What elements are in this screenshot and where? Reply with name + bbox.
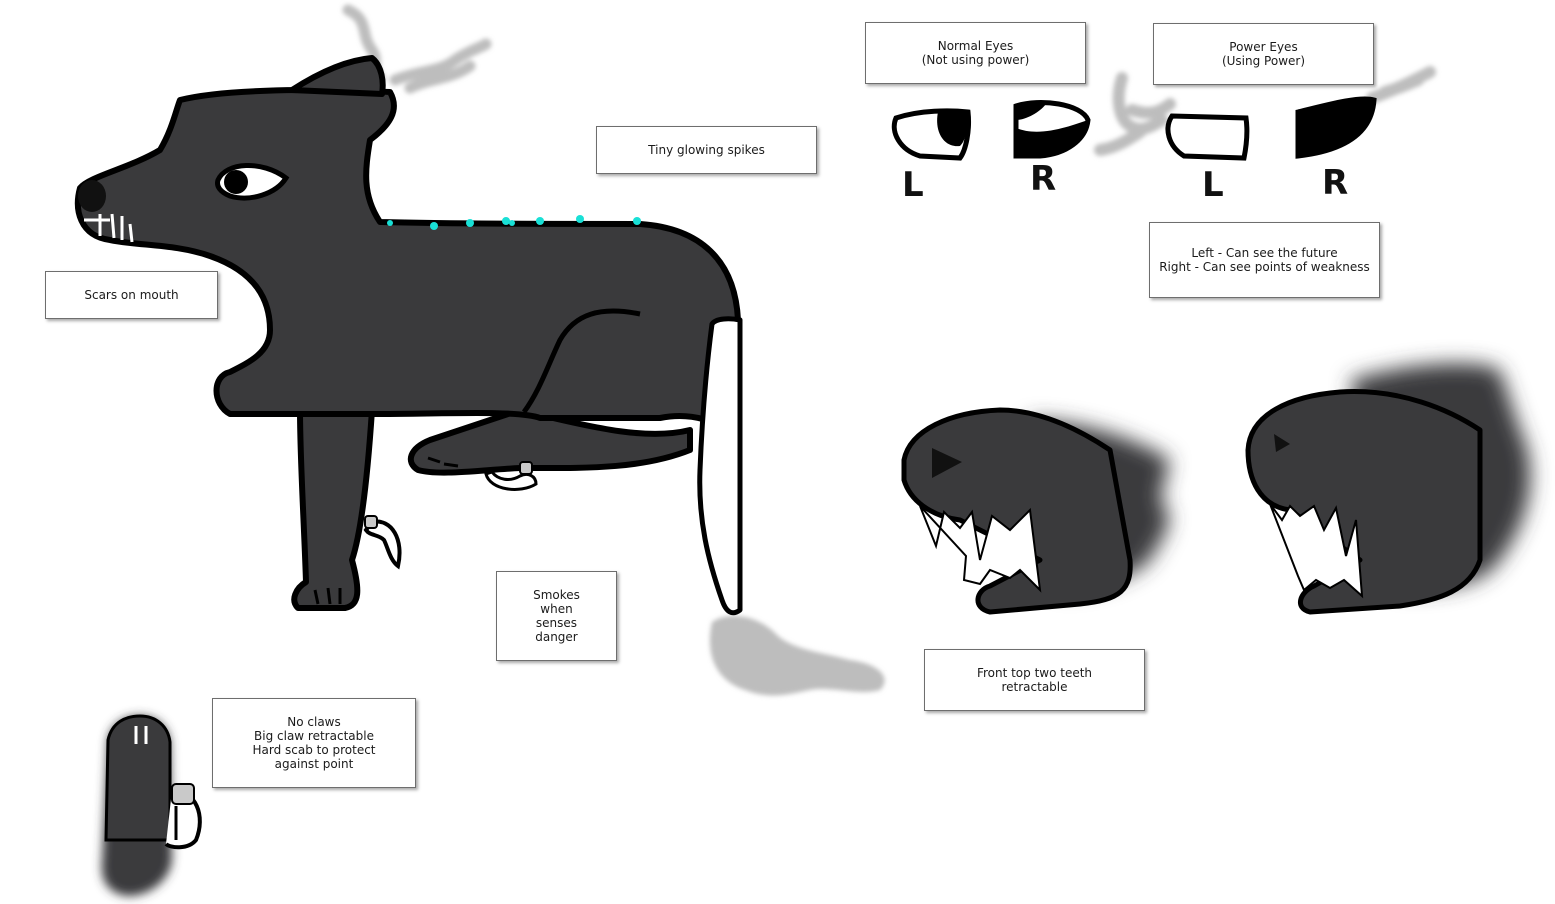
glowing-spikes [387,215,641,230]
normal-eyes-note: Normal Eyes (Not using power) [865,22,1086,84]
smoke-wisps [342,4,1436,696]
dog-nose [78,180,106,212]
dog-tail [697,316,743,616]
head-teeth-retracted [1245,363,1531,615]
teeth-retracted [1269,503,1364,599]
scars-note: Scars on mouth [45,271,218,319]
teeth-open [919,505,1042,593]
power-right-eye [1295,96,1377,159]
spikes-note: Tiny glowing spikes [596,126,817,174]
head-teeth-open [901,407,1170,615]
power-right-label: R [1322,163,1348,203]
hind-claw [484,470,538,491]
normal-right-label: R [1030,159,1056,199]
dog-ear [289,55,386,97]
smoke-tail [709,615,885,696]
dog-front-leg [291,407,375,611]
mouth-scars [84,213,134,243]
claws-note: No claws Big claw retractable Hard scab … [212,698,416,788]
teeth-note: Front top two teeth retractable [924,649,1145,711]
smoke-eyes [1094,66,1436,156]
leg-claw [363,519,402,570]
eyes-reference: L R L R [891,96,1377,205]
paw-closeup [101,714,202,896]
power-left-label: L [1202,165,1224,205]
normal-left-label: L [902,165,924,205]
smokes-note: Smokes when senses danger [496,571,617,661]
power-eyes-note: Power Eyes (Using Power) [1153,23,1374,85]
eyes-meaning-note: Left - Can see the future Right - Can se… [1149,222,1380,298]
dog-figure [74,55,743,616]
power-left-eye [1165,113,1250,161]
